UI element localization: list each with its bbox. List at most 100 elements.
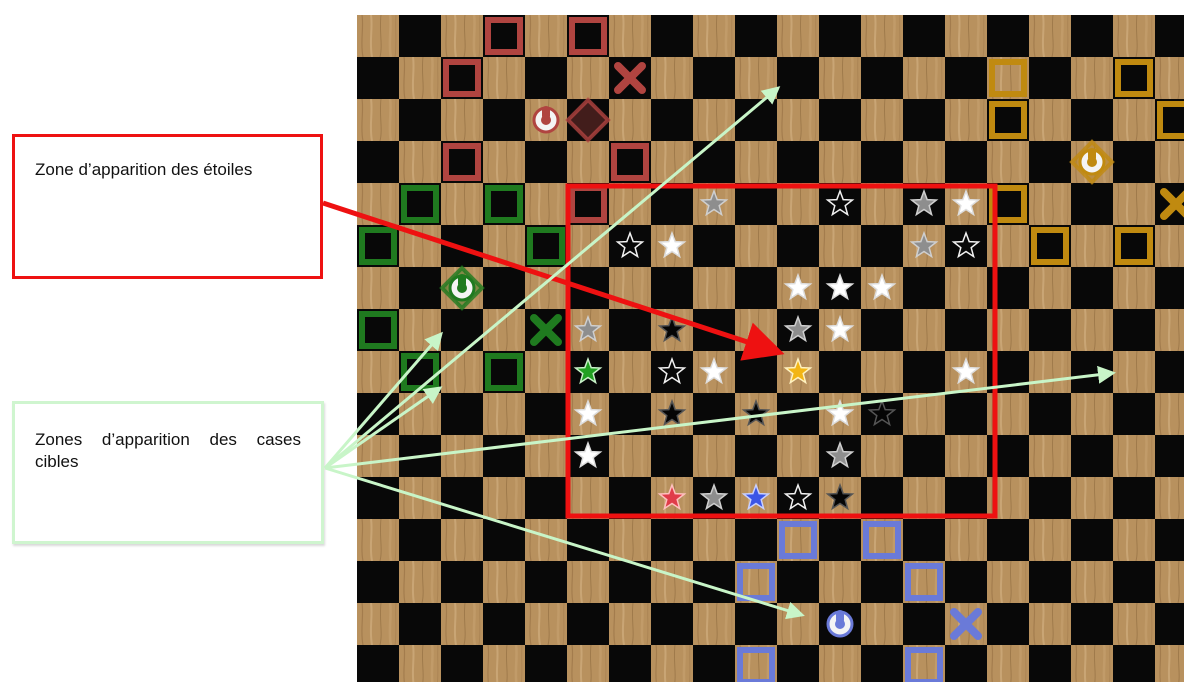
light-square[interactable] — [609, 603, 651, 645]
light-square[interactable] — [357, 99, 399, 141]
light-square[interactable] — [1071, 57, 1113, 99]
light-square[interactable] — [357, 519, 399, 561]
dark-square[interactable] — [651, 435, 693, 477]
dark-square[interactable] — [441, 561, 483, 603]
light-square[interactable] — [903, 477, 945, 519]
dark-square[interactable] — [987, 15, 1029, 57]
dark-square[interactable] — [1155, 267, 1184, 309]
light-square[interactable] — [693, 519, 735, 561]
light-square[interactable] — [945, 99, 987, 141]
light-square[interactable] — [567, 561, 609, 603]
light-square[interactable] — [1071, 225, 1113, 267]
light-square[interactable] — [357, 15, 399, 57]
light-square[interactable] — [861, 15, 903, 57]
light-square[interactable] — [525, 603, 567, 645]
dark-square[interactable] — [441, 477, 483, 519]
dark-square[interactable] — [357, 57, 399, 99]
light-square[interactable] — [1113, 603, 1155, 645]
dark-square[interactable] — [735, 99, 777, 141]
dark-square[interactable] — [483, 519, 525, 561]
light-square[interactable] — [1113, 99, 1155, 141]
light-square[interactable] — [441, 519, 483, 561]
light-square[interactable] — [819, 225, 861, 267]
light-square[interactable] — [1029, 99, 1071, 141]
dark-square[interactable] — [945, 561, 987, 603]
dark-square[interactable] — [777, 645, 819, 682]
light-square[interactable] — [945, 519, 987, 561]
green-pawn[interactable] — [450, 274, 474, 300]
light-square[interactable] — [1071, 309, 1113, 351]
dark-square[interactable] — [735, 435, 777, 477]
light-square[interactable] — [399, 225, 441, 267]
dark-square[interactable] — [987, 351, 1029, 393]
light-square[interactable] — [609, 435, 651, 477]
dark-square[interactable] — [609, 477, 651, 519]
light-square[interactable] — [819, 141, 861, 183]
light-square[interactable] — [609, 351, 651, 393]
light-square[interactable] — [609, 267, 651, 309]
dark-square[interactable] — [903, 99, 945, 141]
dark-square[interactable] — [777, 57, 819, 99]
dark-square[interactable] — [945, 477, 987, 519]
dark-square[interactable] — [1071, 603, 1113, 645]
dark-square[interactable] — [441, 225, 483, 267]
dark-square[interactable] — [525, 477, 567, 519]
light-square[interactable] — [777, 99, 819, 141]
dark-square[interactable] — [693, 393, 735, 435]
dark-square[interactable] — [945, 645, 987, 682]
dark-square[interactable] — [735, 603, 777, 645]
light-square[interactable] — [441, 603, 483, 645]
dark-square[interactable] — [651, 603, 693, 645]
light-square[interactable] — [399, 57, 441, 99]
dark-square[interactable] — [735, 519, 777, 561]
dark-square[interactable] — [609, 309, 651, 351]
dark-square[interactable] — [1071, 351, 1113, 393]
light-square[interactable] — [693, 99, 735, 141]
dark-square[interactable] — [1071, 435, 1113, 477]
light-square[interactable] — [987, 393, 1029, 435]
light-square[interactable] — [1029, 15, 1071, 57]
dark-square[interactable] — [441, 393, 483, 435]
light-square[interactable] — [483, 141, 525, 183]
dark-square[interactable] — [357, 645, 399, 682]
light-square[interactable] — [399, 477, 441, 519]
dark-square[interactable] — [1071, 519, 1113, 561]
dark-square[interactable] — [525, 645, 567, 682]
light-square[interactable] — [777, 15, 819, 57]
light-square[interactable] — [567, 57, 609, 99]
dark-square[interactable] — [1029, 309, 1071, 351]
dark-square[interactable] — [357, 393, 399, 435]
light-square[interactable] — [1071, 393, 1113, 435]
light-square[interactable] — [399, 645, 441, 682]
light-square[interactable] — [483, 477, 525, 519]
light-square[interactable] — [483, 561, 525, 603]
light-square[interactable] — [1071, 477, 1113, 519]
dark-square[interactable] — [819, 99, 861, 141]
dark-square[interactable] — [357, 477, 399, 519]
dark-square[interactable] — [441, 309, 483, 351]
light-square[interactable] — [483, 645, 525, 682]
dark-square[interactable] — [399, 15, 441, 57]
light-square[interactable] — [567, 225, 609, 267]
light-square[interactable] — [1029, 183, 1071, 225]
light-square[interactable] — [567, 477, 609, 519]
dark-square[interactable] — [777, 141, 819, 183]
dark-square[interactable] — [483, 603, 525, 645]
dark-square[interactable] — [1113, 561, 1155, 603]
light-square[interactable] — [1029, 435, 1071, 477]
dark-square[interactable] — [777, 561, 819, 603]
light-square[interactable] — [861, 351, 903, 393]
dark-square[interactable] — [693, 309, 735, 351]
light-square[interactable] — [1155, 57, 1184, 99]
light-square[interactable] — [1155, 393, 1184, 435]
light-square[interactable] — [525, 267, 567, 309]
light-square[interactable] — [1071, 645, 1113, 682]
dark-square[interactable] — [693, 57, 735, 99]
light-square[interactable] — [525, 15, 567, 57]
dark-square[interactable] — [1155, 519, 1184, 561]
dark-square[interactable] — [819, 519, 861, 561]
blue-pawn[interactable] — [828, 610, 852, 636]
light-square[interactable] — [693, 267, 735, 309]
light-square[interactable] — [483, 309, 525, 351]
dark-square[interactable] — [693, 645, 735, 682]
